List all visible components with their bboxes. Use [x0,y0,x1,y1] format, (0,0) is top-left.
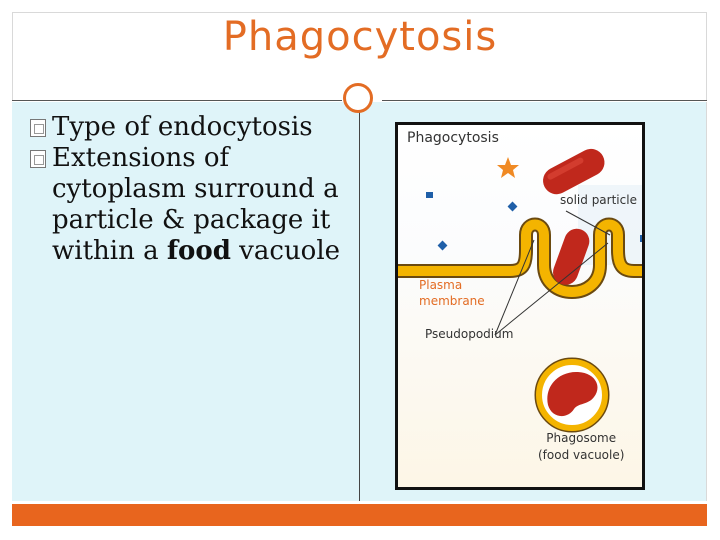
bullet-text: Extensions of cytoplasm surround a parti… [52,143,339,266]
title-divider-right [382,100,707,101]
decorative-ring-icon [343,83,373,113]
phagosome-label-line1: Phagosome [546,431,617,445]
bullet-item: Extensions of cytoplasm surround a parti… [30,143,360,267]
bullet-list: Type of endocytosis Extensions of cytopl… [30,112,360,267]
pseudopodium-pointer [494,239,535,336]
title-area [12,12,707,100]
solid-particle-pointer [565,210,611,236]
slide-title: Phagocytosis [222,14,498,60]
column-divider [359,102,360,501]
bullet-item: Type of endocytosis [30,112,360,143]
bullet-box-icon [30,119,46,137]
title-divider-left [12,100,342,101]
phagosome-label: Phagosome (food vacuole) [538,430,624,464]
solid-particle [543,148,605,195]
phagosome-particle [547,371,598,417]
pseudopodium-label: Pseudopodium [425,327,514,341]
small-particle [426,192,433,198]
content-right-border [706,102,707,501]
diagram-artwork [398,125,642,487]
plasma-membrane-label: Plasma membrane [419,277,485,309]
engulfing-particle [553,228,590,285]
plasma-label-line1: Plasma [419,278,463,292]
bullet-text: Type of endocytosis [52,112,313,142]
pseudopodium-pointer [494,242,609,336]
bullet-box-icon [30,150,46,168]
phagosome-label-line2: (food vacuole) [538,448,625,462]
phagocytosis-diagram: Phagocytosis solid particle Plasma membr… [395,122,645,490]
star-particle-icon [497,157,519,178]
small-particle [507,201,518,212]
plasma-membrane [398,219,642,297]
bullet-text-end: vacuole [230,236,341,266]
solid-particle-label: solid particle [560,193,637,207]
plasma-label-line2: membrane [419,294,485,308]
small-particle [640,235,642,242]
footer-bar [12,504,707,526]
bullet-bold-text: food [166,236,231,266]
diagram-title: Phagocytosis [407,130,499,146]
